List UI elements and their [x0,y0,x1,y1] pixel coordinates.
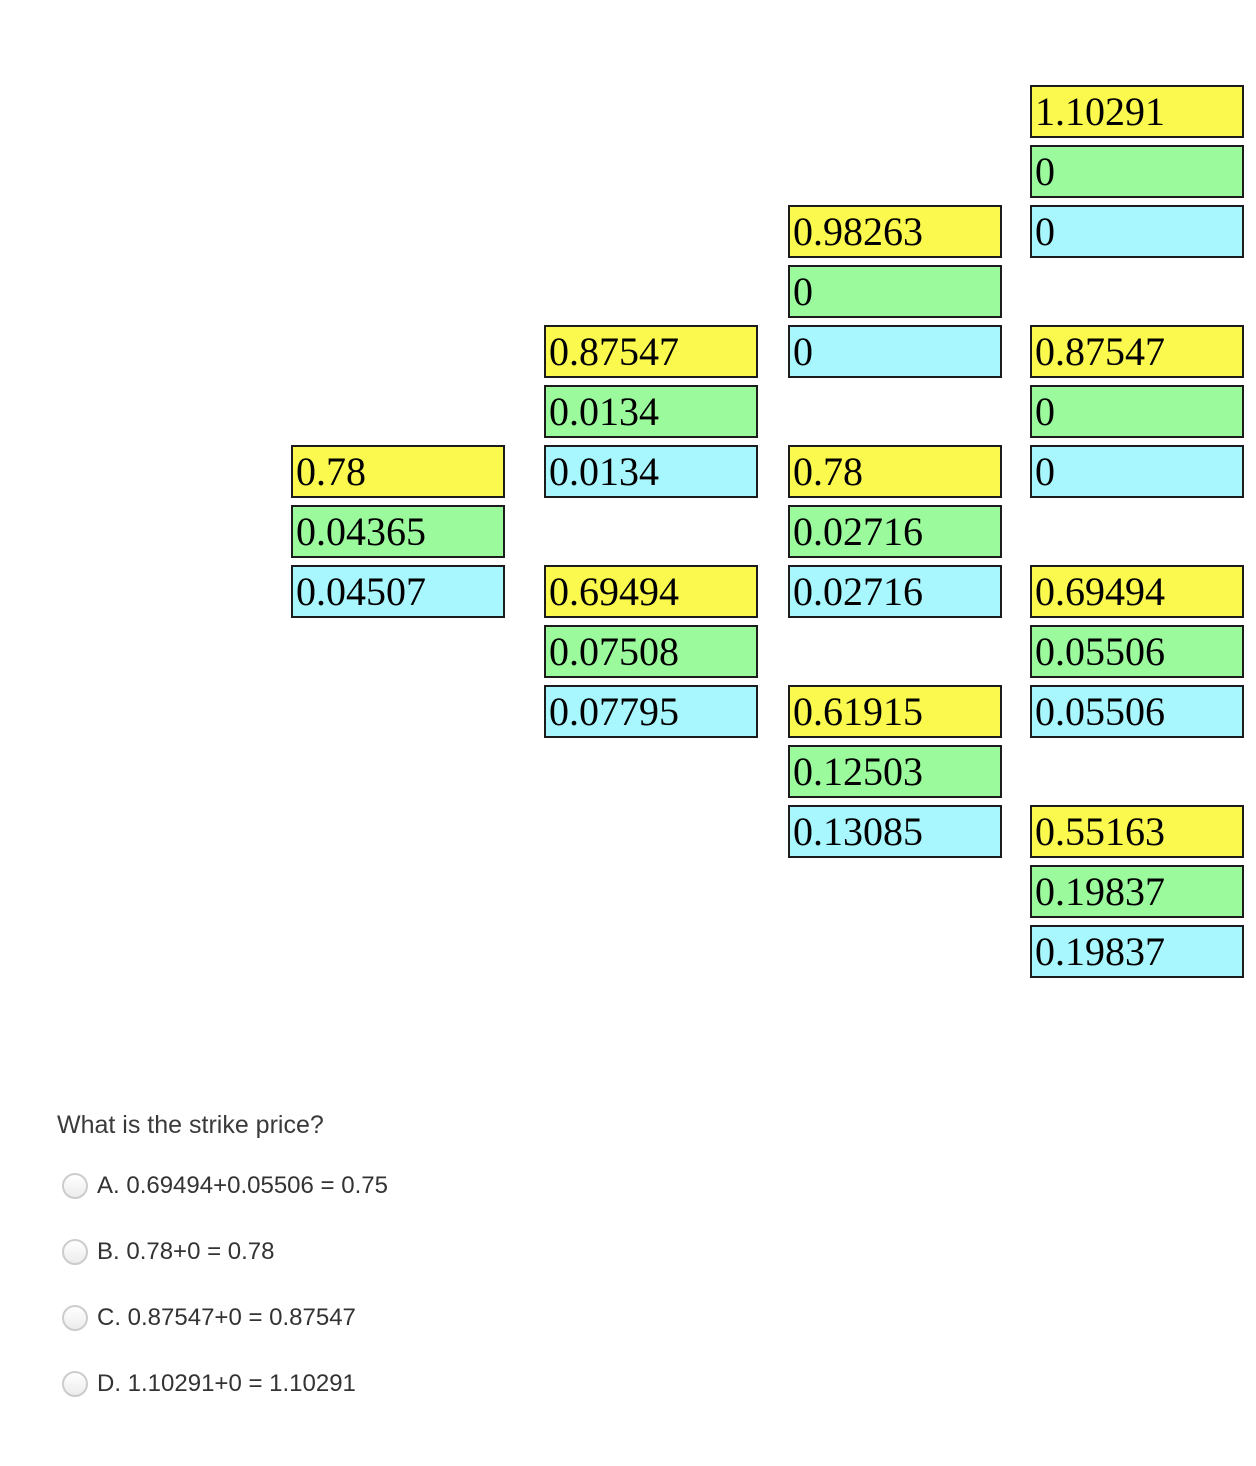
option-value-cyan-cell: 0.13085 [788,805,1002,858]
option-value-cyan-cell: 0.07795 [544,685,758,738]
option-label-c: C. 0.87547+0 = 0.87547 [97,1304,356,1331]
tree-node-up-down: 0.78 0.02716 0.02716 [788,445,1002,625]
option-value-green-cell: 0.19837 [1030,865,1244,918]
tree-node-up-up-down: 0.87547 0 0 [1030,325,1244,505]
option-value-green-cell: 0 [788,265,1002,318]
option-value-green-cell: 0.12503 [788,745,1002,798]
stock-price-cell: 0.69494 [1030,565,1244,618]
radio-button-a[interactable] [62,1173,88,1199]
option-label-b: B. 0.78+0 = 0.78 [97,1238,275,1265]
option-value-cyan-cell: 0.19837 [1030,925,1244,978]
stock-price-cell: 0.69494 [544,565,758,618]
tree-node-down: 0.69494 0.07508 0.07795 [544,565,758,745]
tree-node-up-down-down: 0.69494 0.05506 0.05506 [1030,565,1244,745]
answer-option-c[interactable]: C. 0.87547+0 = 0.87547 [62,1304,388,1332]
stock-price-cell: 0.78 [291,445,505,498]
stock-price-cell: 0.87547 [544,325,758,378]
tree-node-down-down-down: 0.55163 0.19837 0.19837 [1030,805,1244,985]
answer-option-b[interactable]: B. 0.78+0 = 0.78 [62,1238,388,1266]
option-value-green-cell: 0.05506 [1030,625,1244,678]
option-value-cyan-cell: 0 [1030,205,1244,258]
option-value-cyan-cell: 0 [1030,445,1244,498]
tree-node-root: 0.78 0.04365 0.04507 [291,445,505,625]
stock-price-cell: 0.55163 [1030,805,1244,858]
question-text: What is the strike price? [57,1111,324,1139]
tree-node-up-up: 0.98263 0 0 [788,205,1002,385]
option-value-cyan-cell: 0 [788,325,1002,378]
option-value-green-cell: 0.07508 [544,625,758,678]
option-value-green-cell: 0.04365 [291,505,505,558]
radio-button-d[interactable] [62,1371,88,1397]
option-label-a: A. 0.69494+0.05506 = 0.75 [97,1172,388,1199]
answer-option-a[interactable]: A. 0.69494+0.05506 = 0.75 [62,1172,388,1200]
option-value-green-cell: 0 [1030,145,1244,198]
stock-price-cell: 0.87547 [1030,325,1244,378]
option-label-d: D. 1.10291+0 = 1.10291 [97,1370,356,1397]
tree-node-up: 0.87547 0.0134 0.0134 [544,325,758,505]
answer-option-d[interactable]: D. 1.10291+0 = 1.10291 [62,1370,388,1398]
option-value-cyan-cell: 0.0134 [544,445,758,498]
option-value-green-cell: 0.02716 [788,505,1002,558]
option-value-green-cell: 0.0134 [544,385,758,438]
stock-price-cell: 0.98263 [788,205,1002,258]
radio-button-b[interactable] [62,1239,88,1265]
tree-node-down-down: 0.61915 0.12503 0.13085 [788,685,1002,865]
answer-options: A. 0.69494+0.05506 = 0.75 B. 0.78+0 = 0.… [62,1172,388,1436]
stock-price-cell: 0.61915 [788,685,1002,738]
stock-price-cell: 0.78 [788,445,1002,498]
option-value-cyan-cell: 0.05506 [1030,685,1244,738]
option-value-cyan-cell: 0.04507 [291,565,505,618]
option-value-cyan-cell: 0.02716 [788,565,1002,618]
stock-price-cell: 1.10291 [1030,85,1244,138]
option-value-green-cell: 0 [1030,385,1244,438]
tree-node-up-up-up: 1.10291 0 0 [1030,85,1244,265]
radio-button-c[interactable] [62,1305,88,1331]
